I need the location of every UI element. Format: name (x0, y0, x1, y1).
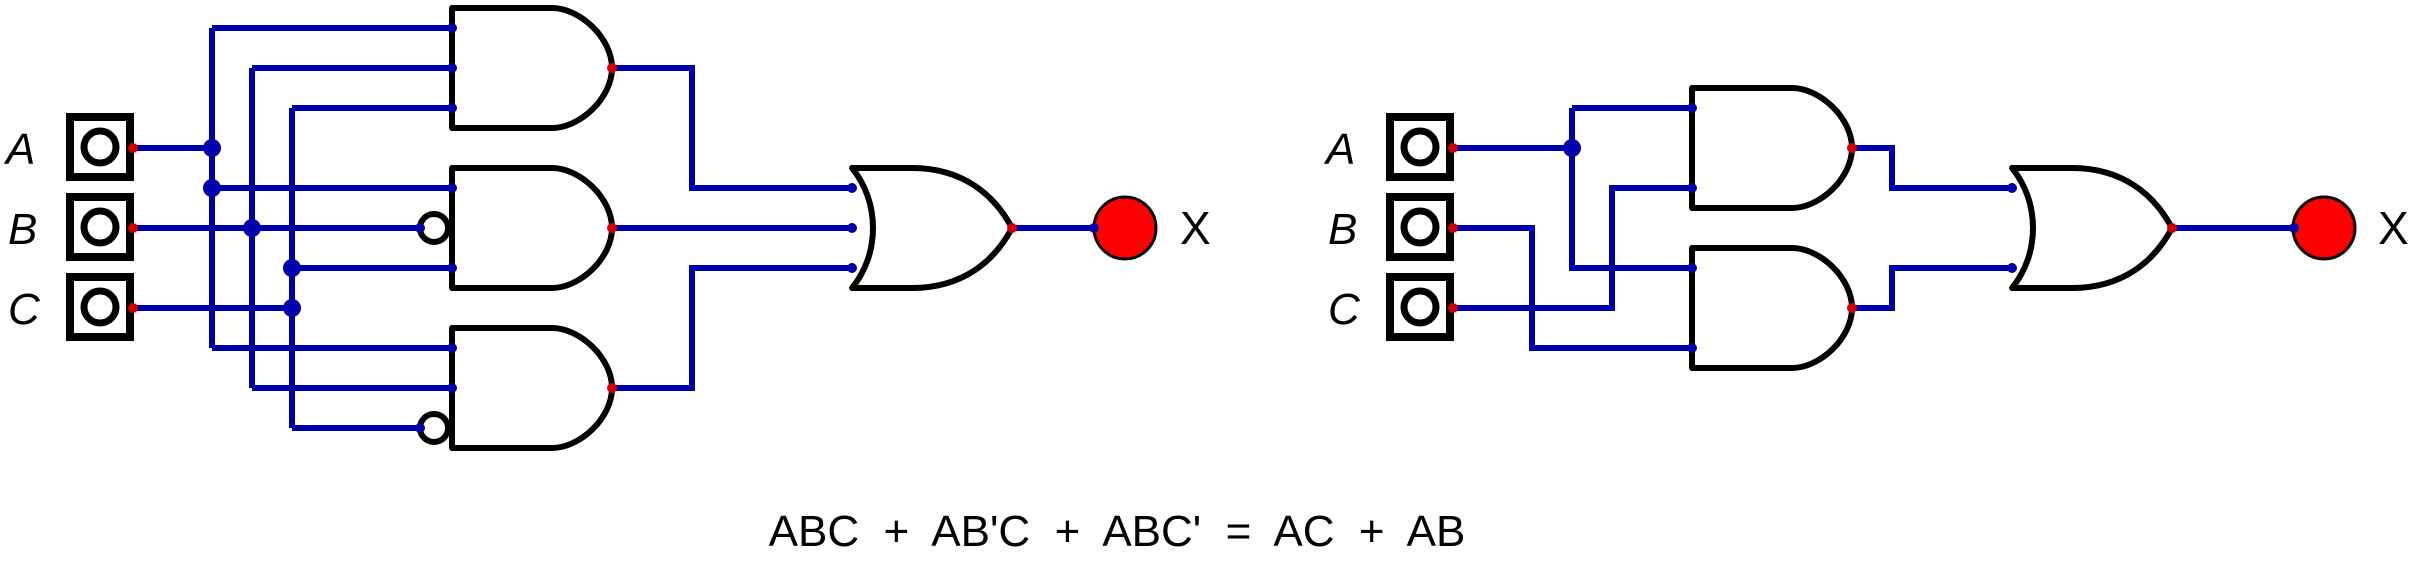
pin-dot (128, 303, 138, 313)
pin-dot (847, 223, 857, 233)
pin-dot (1448, 223, 1458, 233)
pin-dot (2167, 223, 2177, 233)
pin-dot (607, 383, 617, 393)
output-lamp-left: X (1089, 195, 1211, 261)
pin-dot (2007, 183, 2017, 193)
and-gate-right-1 (1687, 85, 1857, 211)
pin-dot (1448, 143, 1458, 153)
pin-dot (447, 343, 457, 353)
wire-g1-out (1852, 145, 2012, 191)
and-gate-icon (449, 325, 615, 451)
and-gate-icon (1689, 85, 1855, 211)
input-label-a: A (1323, 125, 1355, 174)
input-switch-b-right[interactable]: B (1328, 193, 1458, 261)
input-switch-icon[interactable] (66, 113, 134, 181)
left-circuit: A B C (3, 5, 1211, 451)
input-switch-c[interactable]: C (8, 273, 138, 341)
wire-g2-out (1852, 265, 2012, 311)
or-gate-right (2007, 165, 2177, 291)
input-label-c: C (8, 285, 41, 334)
input-label-a: A (3, 125, 35, 174)
wire-g3-out (612, 265, 852, 391)
input-switch-a[interactable]: A (3, 113, 138, 181)
and-gate-icon (1689, 245, 1855, 371)
right-wires (1453, 105, 2292, 351)
and-gate-1 (447, 5, 617, 131)
switch-ring (80, 207, 120, 247)
pin-dot (607, 63, 617, 73)
pin-dot (447, 63, 457, 73)
pin-dot (2289, 223, 2299, 233)
wire-g1-out (612, 65, 852, 191)
boolean-equation: ABC + AB'C + ABC' = AC + AB (769, 507, 1466, 556)
pin-dot (415, 423, 425, 433)
pin-dot (1687, 263, 1697, 273)
and-gate-icon (449, 5, 615, 131)
or-gate-icon (2009, 165, 2175, 291)
pin-dot (1687, 183, 1697, 193)
left-junctions (203, 139, 301, 317)
pin-dot (415, 223, 425, 233)
switch-ring (80, 127, 120, 167)
pin-dot (1687, 343, 1697, 353)
pin-dot (1847, 143, 1857, 153)
pin-dot (1687, 103, 1697, 113)
pin-dot (128, 143, 138, 153)
switch-ring (1400, 287, 1440, 327)
right-circuit: A B C (1323, 85, 2409, 371)
and-gate-right-2 (1687, 245, 1857, 371)
wire-c-in (1453, 185, 1692, 311)
and-gate-3 (415, 325, 617, 451)
junction-dot (203, 139, 221, 157)
output-label-x: X (1180, 202, 1211, 254)
pin-dot (447, 383, 457, 393)
output-lamp-icon (2291, 195, 2357, 261)
pin-dot (1847, 303, 1857, 313)
pin-dot (447, 263, 457, 273)
pin-dot (847, 263, 857, 273)
input-label-c: C (1328, 285, 1361, 334)
pin-dot (2007, 263, 2017, 273)
input-label-b: B (1328, 205, 1357, 254)
input-switch-a-right[interactable]: A (1323, 113, 1458, 181)
switch-ring (1400, 207, 1440, 247)
junction-dot (203, 179, 221, 197)
or-gate-left (847, 165, 1017, 291)
pin-dot (1007, 223, 1017, 233)
pin-dot (607, 223, 617, 233)
output-label-x: X (2378, 202, 2409, 254)
junction-dot (283, 299, 301, 317)
pin-dot (447, 23, 457, 33)
pin-dot (128, 223, 138, 233)
pin-dot (447, 183, 457, 193)
pin-dot (1448, 303, 1458, 313)
pin-dot (1089, 223, 1099, 233)
pin-dot (447, 103, 457, 113)
output-lamp-right: X (2289, 195, 2409, 261)
switch-ring (80, 287, 120, 327)
wire-b-in (1453, 225, 1692, 351)
input-label-b: B (8, 205, 37, 254)
junction-dot (283, 259, 301, 277)
or-gate-icon (849, 165, 1015, 291)
junction-dot (1563, 139, 1581, 157)
junction-dot (243, 219, 261, 237)
and-gate-icon (449, 165, 615, 291)
bus-a-vertical (1569, 108, 1692, 271)
pin-dot (847, 183, 857, 193)
and-gate-2 (415, 165, 617, 291)
input-switch-b[interactable]: B (8, 193, 138, 261)
input-switch-c-right[interactable]: C (1328, 273, 1458, 341)
output-lamp-icon (1092, 195, 1158, 261)
switch-ring (1400, 127, 1440, 167)
